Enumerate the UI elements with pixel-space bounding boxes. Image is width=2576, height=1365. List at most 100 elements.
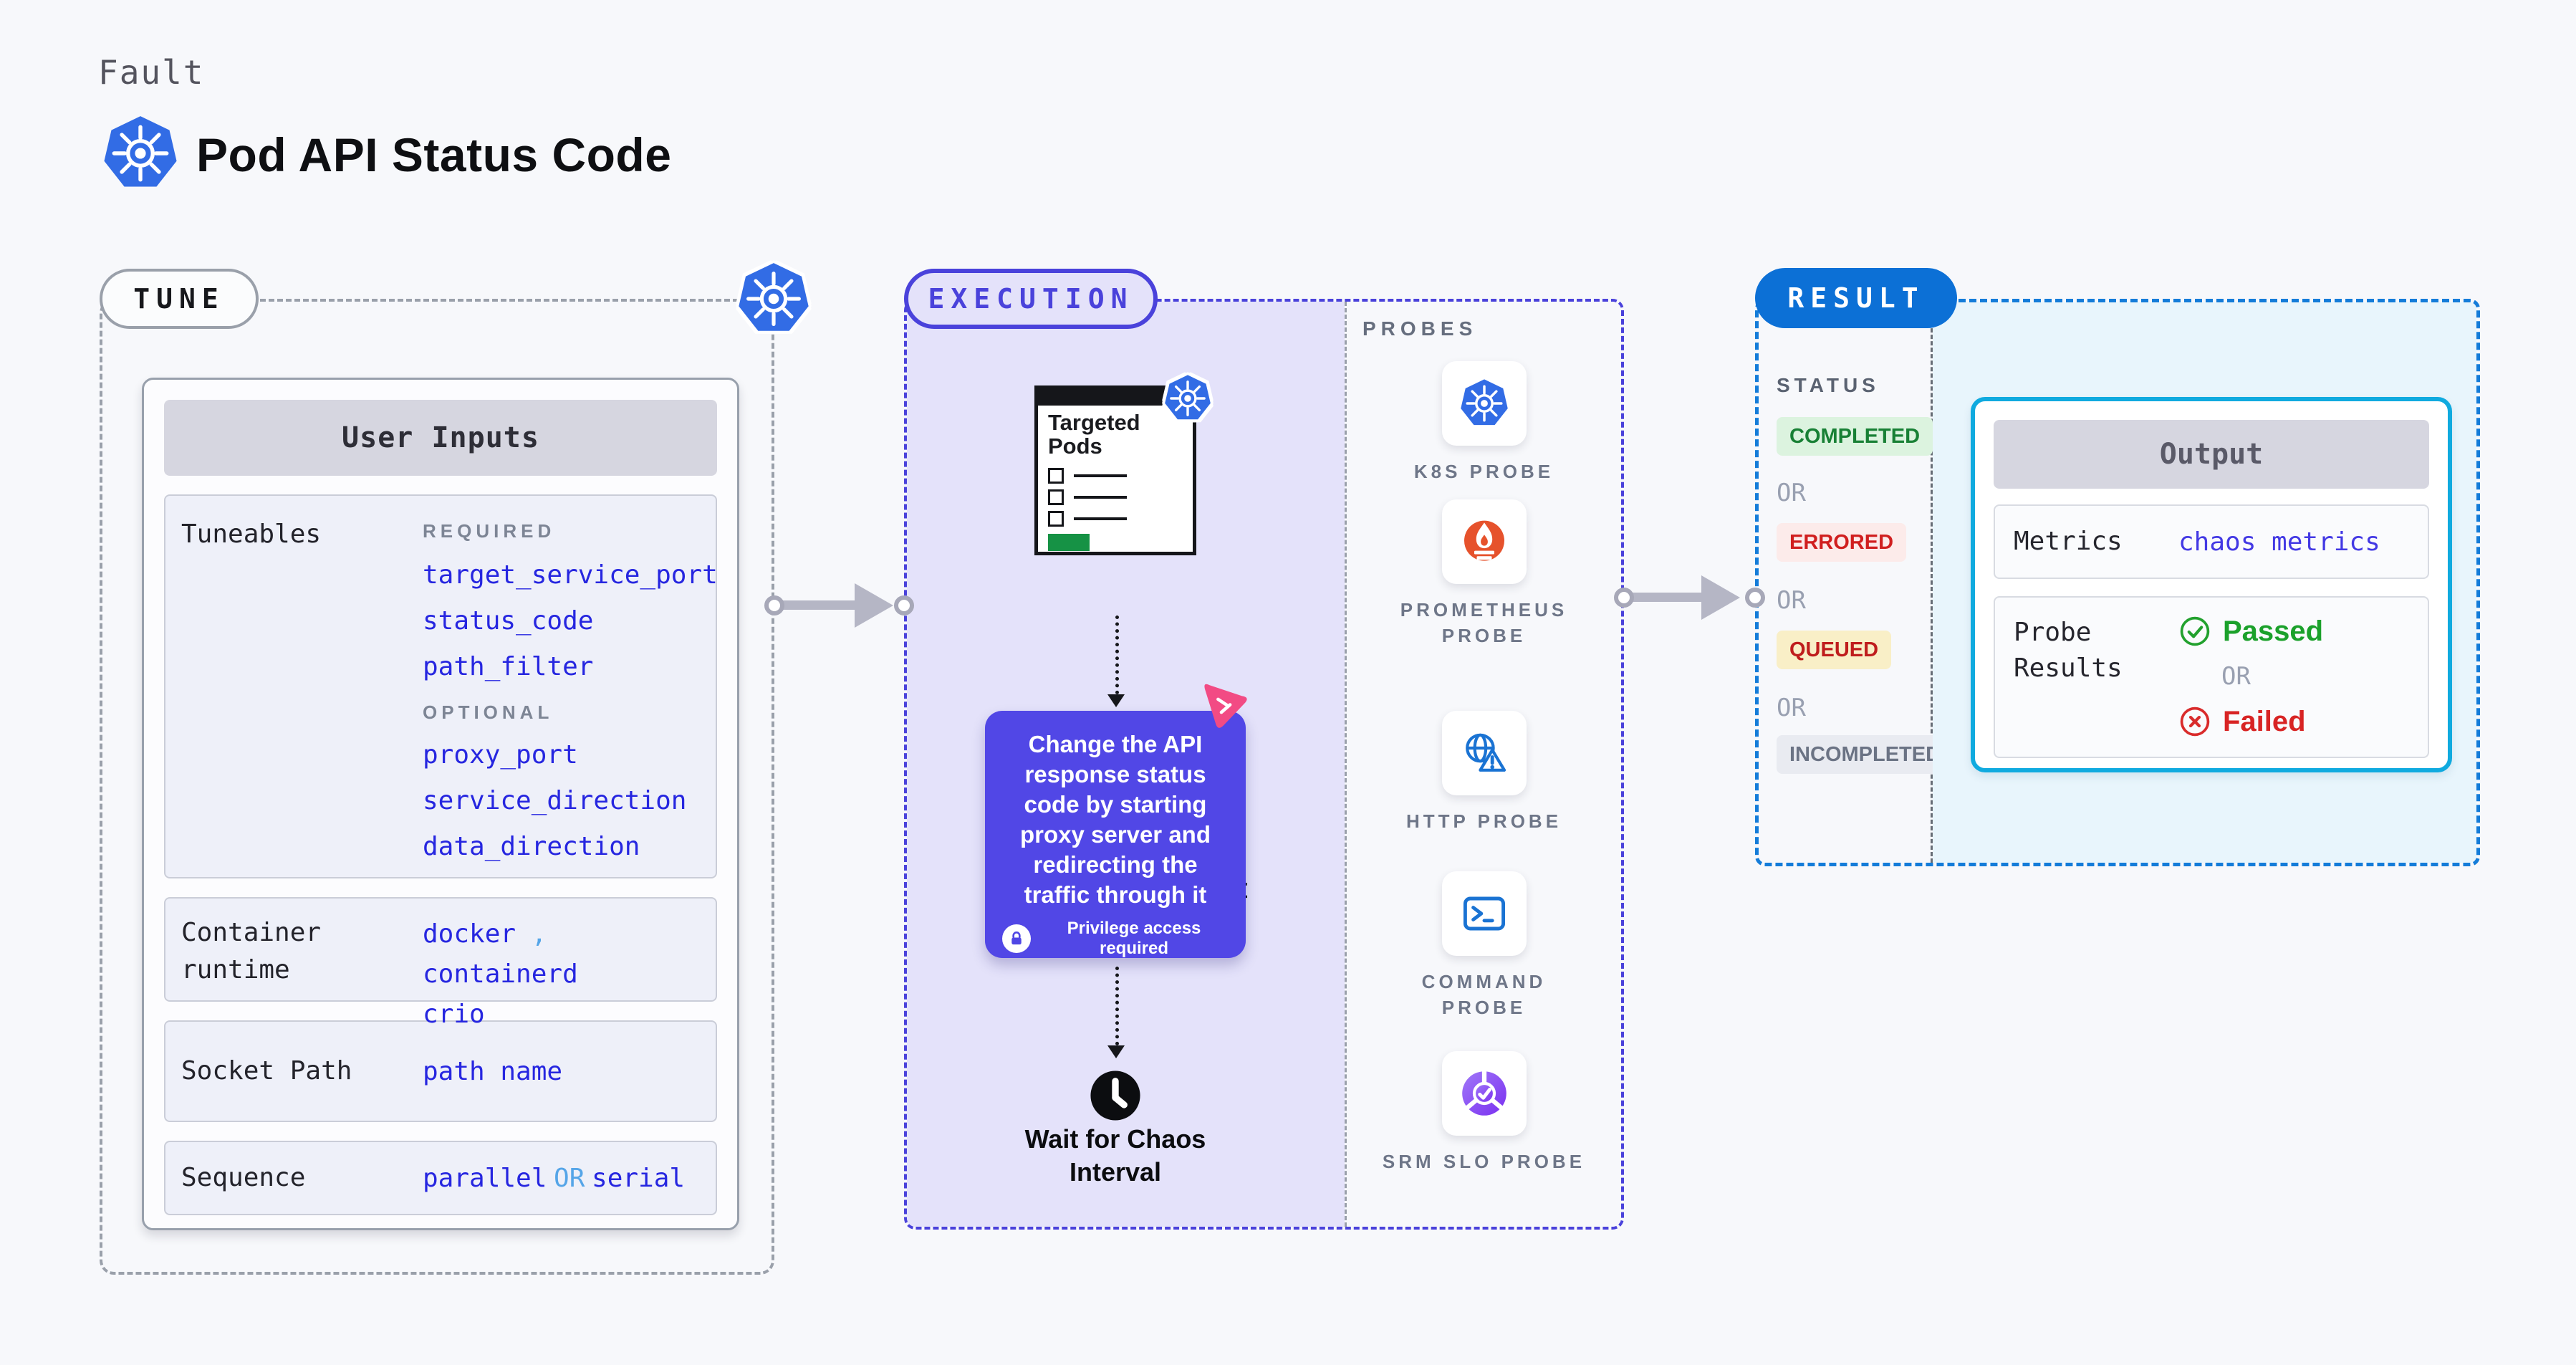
- container-runtime-row: Container runtime docker , containerd cr…: [164, 897, 717, 1029]
- passed-check-icon: [2178, 615, 2211, 648]
- probe-item-command: COMMAND PROBE: [1377, 871, 1592, 1020]
- status-badge-completed: COMPLETED: [1777, 417, 1933, 456]
- slo-donut-check-icon: [1459, 1068, 1509, 1119]
- pod-line: [1074, 496, 1127, 499]
- failed-x-icon: [2178, 705, 2211, 738]
- metrics-label: Metrics: [2014, 527, 2123, 556]
- metrics-row: Metrics chaos metrics: [1994, 504, 2429, 579]
- or-separator: OR: [1777, 479, 1806, 507]
- or-separator: OR: [1777, 694, 1806, 722]
- pods-card-title: Targeted Pods: [1048, 410, 1140, 459]
- kubernetes-icon: [102, 113, 179, 193]
- probe-results-row: Probe Results Passed OR Failed: [1994, 596, 2429, 758]
- result-section: STATUS COMPLETED OR ERRORED OR QUEUED OR…: [1755, 299, 2480, 866]
- dotted-arrowhead-icon: [1107, 1045, 1125, 1058]
- probe-item-k8s: K8S PROBE: [1377, 361, 1592, 484]
- checkbox-icon: [1048, 468, 1064, 484]
- probe-card: [1441, 871, 1527, 956]
- pod-line: [1074, 474, 1127, 477]
- probe-card: [1441, 499, 1527, 584]
- privilege-label: Privilege access required: [1067, 919, 1201, 958]
- probe-label: HTTP PROBE: [1405, 810, 1562, 832]
- container-runtime-label: Container runtime: [181, 918, 322, 985]
- output-card: Output Metrics chaos metrics Probe Resul…: [1971, 397, 2452, 772]
- probe-label: K8S PROBE: [1413, 461, 1554, 482]
- output-header: Output: [1994, 420, 2429, 489]
- param-link-proxy-port[interactable]: proxy_port: [423, 740, 578, 770]
- wait-for-chaos-interval-label: Wait for Chaos Interval: [1024, 1124, 1206, 1187]
- runtime-separator: ,: [531, 919, 547, 949]
- terminal-icon: [1459, 889, 1509, 939]
- probe-results-label: Probe Results: [2014, 618, 2123, 683]
- status-badge-queued: QUEUED: [1777, 631, 1892, 669]
- sequence-or: OR: [554, 1163, 585, 1193]
- failed-label: Failed: [2223, 705, 2306, 737]
- pods-progress-bar: [1048, 534, 1090, 551]
- user-inputs-header: User Inputs: [164, 400, 717, 476]
- probe-card: [1441, 711, 1527, 795]
- http-globe-warning-icon: [1459, 728, 1509, 778]
- probe-item-prometheus: PROMETHEUS PROBE: [1377, 499, 1592, 648]
- probe-label: COMMAND PROBE: [1421, 971, 1547, 1018]
- checkbox-icon: [1048, 511, 1064, 527]
- probe-card: [1441, 361, 1527, 446]
- param-link-data-direction[interactable]: data_direction: [423, 832, 640, 861]
- chaos-action-card: Change the API response status code by s…: [985, 711, 1246, 958]
- metrics-value[interactable]: chaos metrics: [2178, 527, 2380, 557]
- sequence-row: Sequence parallel OR serial: [164, 1141, 717, 1215]
- prometheus-icon: [1459, 517, 1509, 567]
- tuneables-label: Tuneables: [181, 519, 322, 549]
- tune-kubernetes-icon: [736, 260, 811, 337]
- dotted-arrow: [1115, 967, 1119, 1045]
- tuneables-row: Tuneables REQUIRED target_service_port s…: [164, 494, 718, 878]
- socket-path-label: Socket Path: [181, 1056, 352, 1086]
- socket-path-row: Socket Path path name: [164, 1020, 717, 1122]
- user-inputs-card: User Inputs Tuneables REQUIRED target_se…: [142, 378, 739, 1230]
- tune-section: [100, 299, 774, 1275]
- status-column: STATUS COMPLETED OR ERRORED OR QUEUED OR…: [1759, 302, 1954, 863]
- lock-icon: [1002, 924, 1031, 953]
- param-link-target-service-port[interactable]: target_service_port: [423, 560, 718, 590]
- runtime-value-docker[interactable]: docker: [423, 919, 516, 949]
- runtime-value-containerd[interactable]: containerd: [423, 959, 578, 989]
- probe-card: [1441, 1051, 1527, 1136]
- pods-kubernetes-badge-icon: [1163, 373, 1212, 423]
- probes-panel: PROBES K8S PROBE PROMETHEUS PROBE HTTP P…: [1345, 302, 1621, 1227]
- execution-section: Targeted Pods Derive final pod list Chan…: [904, 299, 1624, 1230]
- sequence-value-serial[interactable]: serial: [592, 1163, 686, 1193]
- pod-list-item: [1038, 511, 1193, 527]
- probes-label: PROBES: [1363, 317, 1478, 340]
- param-link-path-filter[interactable]: path_filter: [423, 652, 594, 681]
- pod-line: [1074, 517, 1127, 520]
- socket-path-value[interactable]: path name: [423, 1056, 563, 1086]
- tune-pill: TUNE: [100, 269, 259, 329]
- clock-icon: [1090, 1070, 1141, 1121]
- status-label: STATUS: [1777, 374, 1880, 396]
- page-title: Pod API Status Code: [196, 128, 672, 181]
- dotted-arrow: [1115, 616, 1119, 694]
- container-runtime-values: docker , containerd crio: [423, 914, 716, 1035]
- param-link-status-code[interactable]: status_code: [423, 606, 594, 636]
- kubernetes-icon: [1459, 378, 1509, 428]
- param-link-service-direction[interactable]: service_direction: [423, 786, 687, 815]
- sequence-label: Sequence: [181, 1163, 306, 1192]
- probe-label: PROMETHEUS PROBE: [1400, 599, 1568, 646]
- status-badge-errored: ERRORED: [1777, 523, 1907, 562]
- execution-lavender-zone: Targeted Pods Derive final pod list Chan…: [907, 302, 1345, 1227]
- chaos-sticker-icon: [1196, 679, 1251, 733]
- checkbox-icon: [1048, 489, 1064, 505]
- or-separator: OR: [2221, 662, 2251, 691]
- execution-pill: EXECUTION: [904, 269, 1158, 329]
- probe-label: SRM SLO PROBE: [1382, 1151, 1586, 1172]
- probe-results-values: Passed OR Failed: [2178, 615, 2323, 757]
- or-separator: OR: [1777, 586, 1806, 615]
- dotted-arrowhead-icon: [1107, 694, 1125, 707]
- runtime-value-crio[interactable]: crio: [423, 1000, 485, 1029]
- probe-item-srm-slo: SRM SLO PROBE: [1377, 1051, 1592, 1174]
- tuneables-values: REQUIRED target_service_port status_code…: [423, 516, 718, 877]
- passed-label: Passed: [2223, 615, 2324, 647]
- fault-eyebrow: Fault: [98, 53, 205, 92]
- optional-label: OPTIONAL: [423, 701, 554, 723]
- sequence-value-parallel[interactable]: parallel: [423, 1163, 547, 1193]
